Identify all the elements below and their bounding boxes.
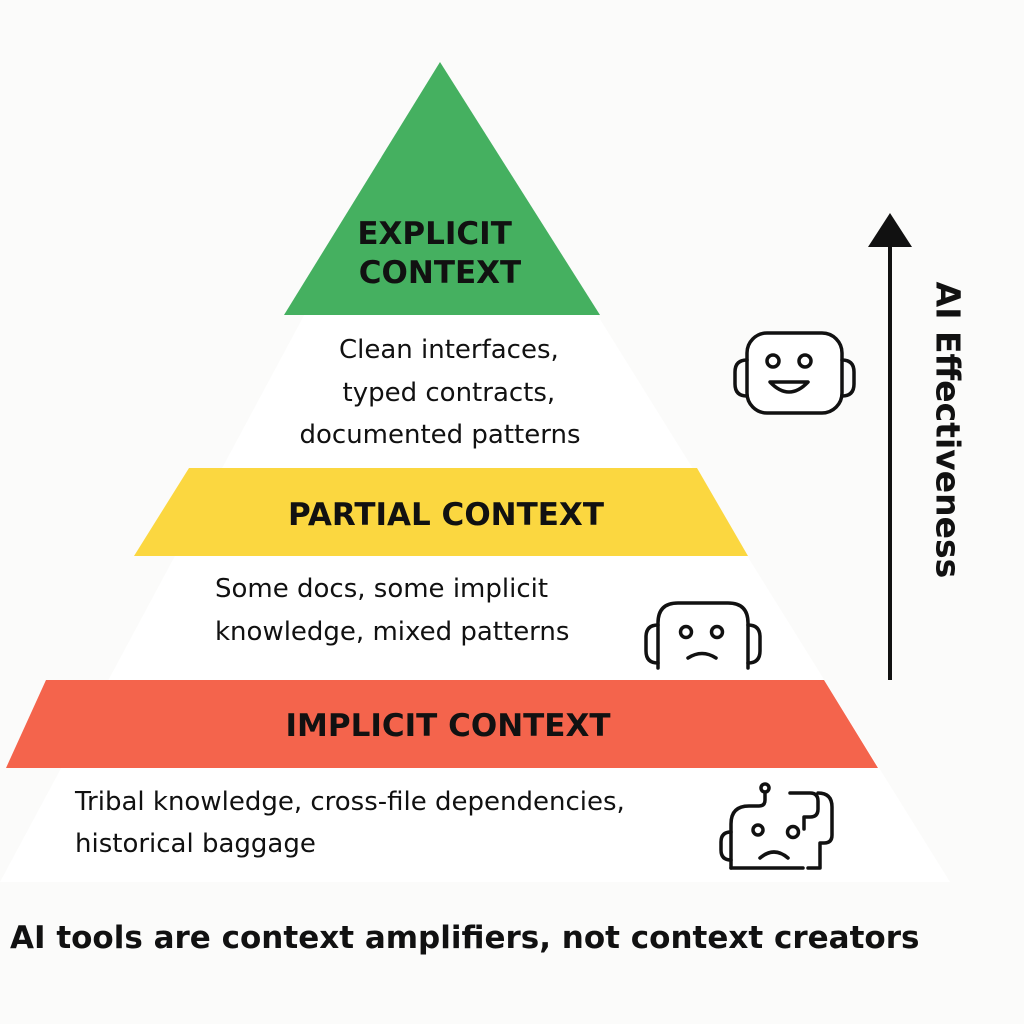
explicit-context-title: EXPLICIT CONTEXT: [357, 216, 522, 291]
confused-robot-icon: [719, 782, 834, 870]
explicit-desc-line-3: documented patterns: [299, 420, 580, 450]
implicit-desc-line-2: historical baggage: [75, 829, 316, 859]
partial-context-description: Some docs, some implicit knowledge, mixe…: [215, 574, 569, 647]
partial-context-title: PARTIAL CONTEXT: [288, 497, 604, 533]
neutral-robot-icon: [644, 601, 762, 670]
diagram-caption: AI tools are context amplifiers, not con…: [10, 920, 920, 956]
explicit-context-band: [284, 62, 600, 315]
explicit-desc-line-2: typed contracts,: [343, 378, 556, 408]
implicit-context-description: Tribal knowledge, cross-file dependencie…: [74, 787, 633, 859]
implicit-context-title: IMPLICIT CONTEXT: [285, 708, 610, 744]
partial-desc-line-2: knowledge, mixed patterns: [215, 617, 569, 647]
ai-effectiveness-label: AI Effectiveness: [929, 282, 968, 579]
happy-robot-icon: [733, 331, 856, 415]
explicit-desc-line-1: Clean interfaces,: [339, 335, 559, 365]
partial-context-band: [134, 468, 748, 556]
partial-desc-line-1: Some docs, some implicit: [215, 574, 548, 604]
implicit-desc-line-1: Tribal knowledge, cross-file dependencie…: [74, 787, 625, 817]
arrow-up-icon: [868, 213, 912, 247]
explicit-context-description: Clean interfaces, typed contracts, docum…: [299, 335, 580, 450]
implicit-context-band: [6, 680, 878, 768]
explicit-title-line-1: EXPLICIT: [357, 216, 512, 252]
explicit-title-line-2: CONTEXT: [359, 255, 521, 291]
